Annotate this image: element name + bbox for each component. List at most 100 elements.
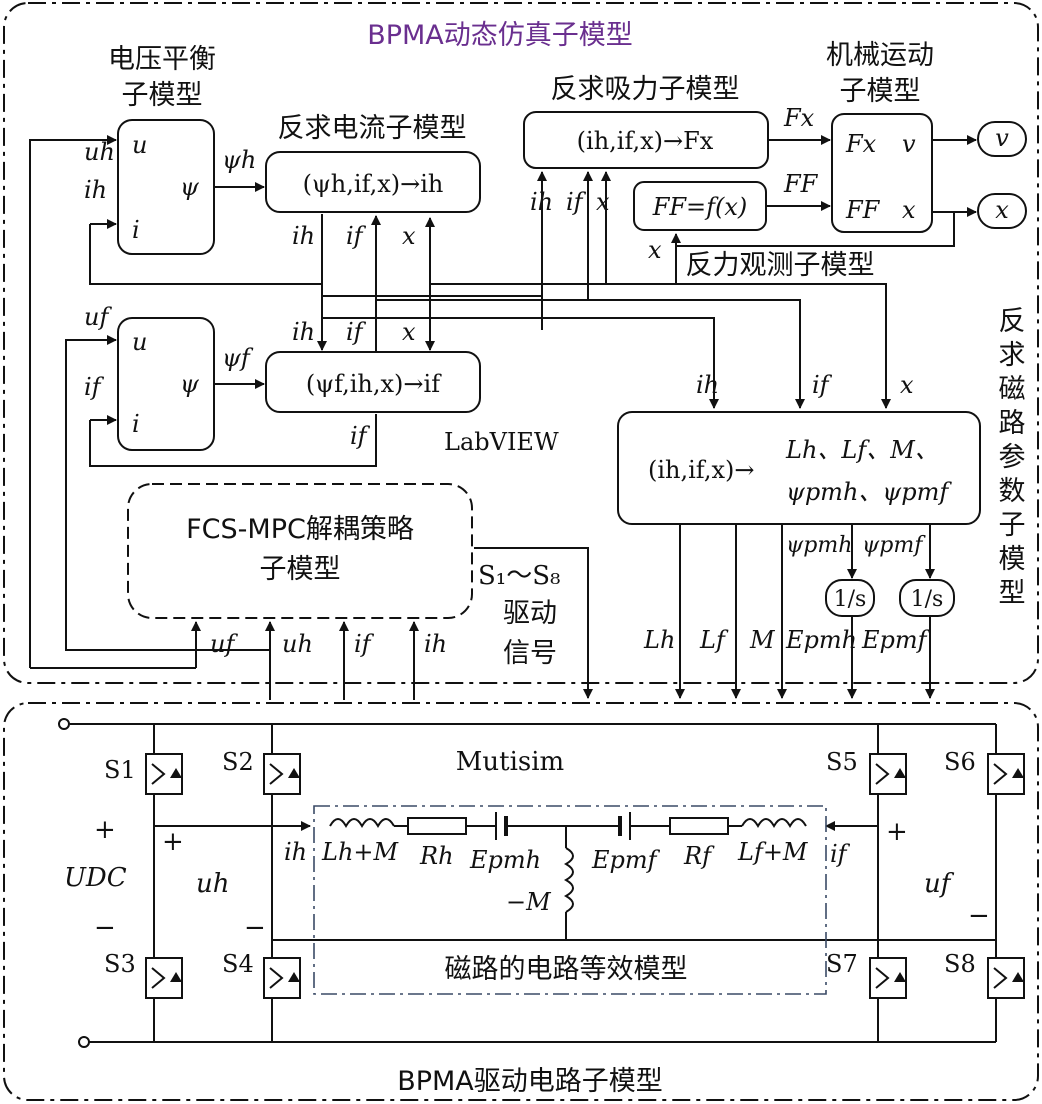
udc-label: UDC: [64, 863, 127, 893]
label-mpc-uf: uf: [210, 630, 238, 658]
output-x: [977, 193, 1027, 229]
parameter-block: [617, 411, 981, 525]
label-M-out: M: [749, 626, 776, 654]
label-Epmh-out: Epmh: [785, 626, 857, 654]
bottom-title: BPMA驱动电路子模型: [397, 1066, 663, 1097]
param-title-c0: 反: [999, 306, 1026, 337]
plus-uh: +: [162, 827, 184, 857]
param-title-c1: 求: [999, 340, 1026, 371]
simulation-frame: [3, 2, 1039, 684]
label-Lh-out: Lh: [643, 626, 675, 654]
label-param-ih: ih: [696, 371, 719, 399]
switch-s8-icon: [987, 957, 1025, 999]
label-mpc-ih: ih: [424, 630, 447, 658]
param-title-c6: 子: [999, 510, 1026, 541]
voltage-balance-title-2: 子模型: [122, 80, 203, 111]
mech-fx: Fx: [845, 130, 877, 158]
uh-label: uh: [196, 869, 230, 899]
param-title-c8: 型: [999, 578, 1026, 609]
param-out-2: ψpmh、ψpmf: [786, 478, 952, 506]
switch-s7-icon: [869, 957, 907, 999]
neg-m-label: −M: [506, 888, 552, 916]
switch-s3-icon: [145, 957, 183, 999]
label-icf-if: if: [346, 318, 367, 346]
uf-label: uf: [924, 869, 955, 899]
resistor-h-icon: [407, 817, 467, 835]
label-mpc-if: if: [354, 630, 375, 658]
param-in: (ih,if,x)→: [648, 456, 754, 484]
minus-left: −: [94, 913, 116, 943]
drive-signal-1: S₁～S₈: [478, 561, 560, 591]
mech-v: v: [902, 130, 916, 158]
label-ic-ih: ih: [292, 222, 315, 250]
output-x-label: x: [995, 196, 1009, 224]
switch-s2-icon: [263, 753, 301, 795]
inverse-attraction-title: 反求吸力子模型: [551, 74, 740, 105]
vb-f-u: u: [132, 328, 147, 356]
lh-m-label: Lh+M: [321, 838, 400, 866]
if-label-circuit: if: [830, 840, 851, 868]
drive-signal-3: 信号: [503, 638, 557, 669]
label-ic-x: x: [402, 222, 416, 250]
label-ff-x: x: [648, 236, 662, 264]
switch-s4-label: S4: [222, 950, 254, 978]
label-psih: ψh: [222, 146, 256, 174]
plus-left: +: [94, 815, 116, 845]
param-title-c2: 磁: [999, 374, 1026, 405]
drive-signal-2: 驱动: [503, 598, 557, 629]
param-title-c5: 数: [999, 476, 1026, 507]
mutual-inductor-icon: [563, 847, 574, 913]
switch-s1-icon: [145, 753, 183, 795]
rf-label: Rf: [683, 842, 715, 870]
epmf-label: Epmf: [591, 846, 661, 874]
label-icf-if-out: if: [350, 422, 371, 450]
vb-h-i: i: [132, 216, 140, 244]
label-attr-x: x: [596, 188, 610, 216]
label-FF: FF: [783, 170, 819, 198]
labview-label: LabVIEW: [444, 428, 559, 456]
drive-circuit-frame: [3, 702, 1039, 1101]
integrator-1: [825, 579, 875, 617]
param-out-1: Lh、Lf、M、: [785, 436, 939, 464]
minus-uh: −: [244, 913, 266, 943]
equiv-model-title: 磁路的电路等效模型: [445, 954, 688, 985]
plus-uf: +: [886, 817, 908, 847]
vb-h-u: u: [132, 131, 147, 159]
voltage-balance-title-1: 电压平衡: [108, 44, 216, 75]
label-icf-x: x: [402, 318, 416, 346]
integrator-2-label: 1/s: [911, 587, 944, 612]
fcs-mpc-title-2: 子模型: [260, 554, 341, 585]
vb-h-psi: ψ: [180, 173, 200, 201]
lf-m-label: Lf+M: [737, 838, 809, 866]
output-v-label: v: [995, 124, 1009, 152]
ff-expr: FF=f(x): [652, 193, 748, 221]
switch-s7-label: S7: [826, 950, 858, 978]
mechanical-block: [831, 113, 933, 233]
minus-uf: −: [968, 901, 990, 931]
vb-f-i: i: [132, 410, 140, 438]
label-ic-if: if: [346, 222, 367, 250]
reaction-obs-title: 反力观测子模型: [686, 250, 875, 281]
label-uf-in: uf: [84, 303, 112, 331]
sim-wiring: [29, 135, 977, 700]
integrator-1-label: 1/s: [834, 587, 867, 612]
param-title-c7: 模: [999, 544, 1026, 575]
switch-s8-label: S8: [944, 950, 976, 978]
inductor-h-icon: [329, 818, 395, 829]
inverse-current-h-block: [265, 151, 481, 213]
mech-title-2: 子模型: [840, 76, 921, 107]
param-title-c4: 参: [999, 442, 1026, 473]
label-icf-ih: ih: [292, 318, 315, 346]
label-psipmf: ψpmf: [862, 533, 926, 558]
multisim-label: Mutisim: [456, 747, 564, 777]
resistor-f-icon: [669, 817, 729, 835]
output-v: [977, 121, 1027, 157]
switch-s2-label: S2: [222, 748, 254, 776]
label-param-if: if: [812, 371, 833, 399]
attr-expr: (ih,if,x)→Fx: [577, 127, 714, 155]
switch-s6-icon: [987, 753, 1025, 795]
vb-f-psi: ψ: [180, 370, 200, 398]
label-Lf-out: Lf: [699, 626, 729, 654]
switch-s4-icon: [263, 957, 301, 999]
